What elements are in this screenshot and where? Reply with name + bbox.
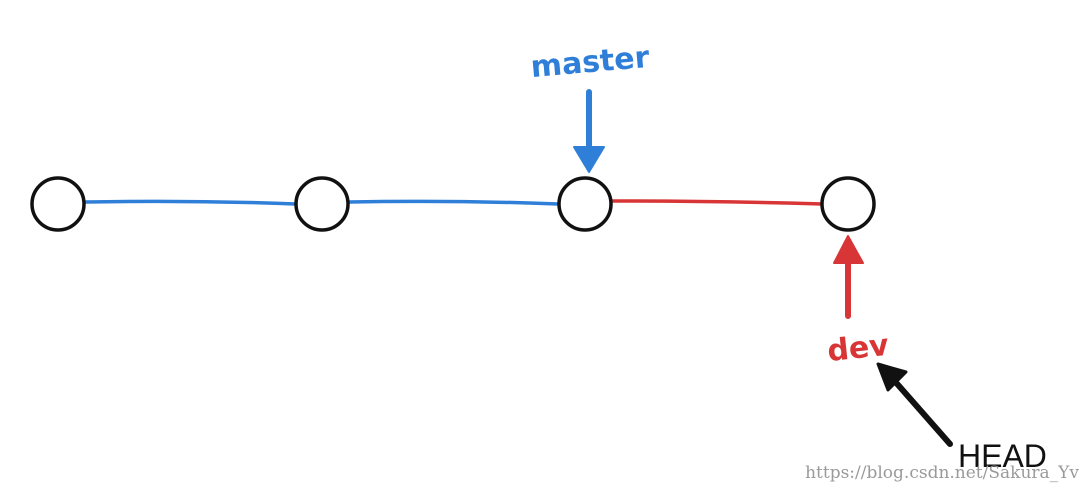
dev-arrow-head [833,235,864,264]
master-branch-label: master [529,40,651,85]
dev-branch-label: dev [826,328,891,369]
watermark-url: https://blog.csdn.net/Sakura_Yv [805,463,1079,483]
edge-master-c2-c3 [347,199,560,206]
head-label: HEAD [958,438,1047,474]
commit-node [30,176,86,232]
edge-dev-c3-c4 [610,199,824,206]
commit-node [820,176,876,232]
edge-master-c1-c2 [84,199,298,206]
head-arrow-head [876,362,908,392]
head-arrow-shaft [889,375,953,447]
commit-node [557,176,613,232]
commit-node [294,176,350,232]
master-arrow-head [573,146,605,173]
